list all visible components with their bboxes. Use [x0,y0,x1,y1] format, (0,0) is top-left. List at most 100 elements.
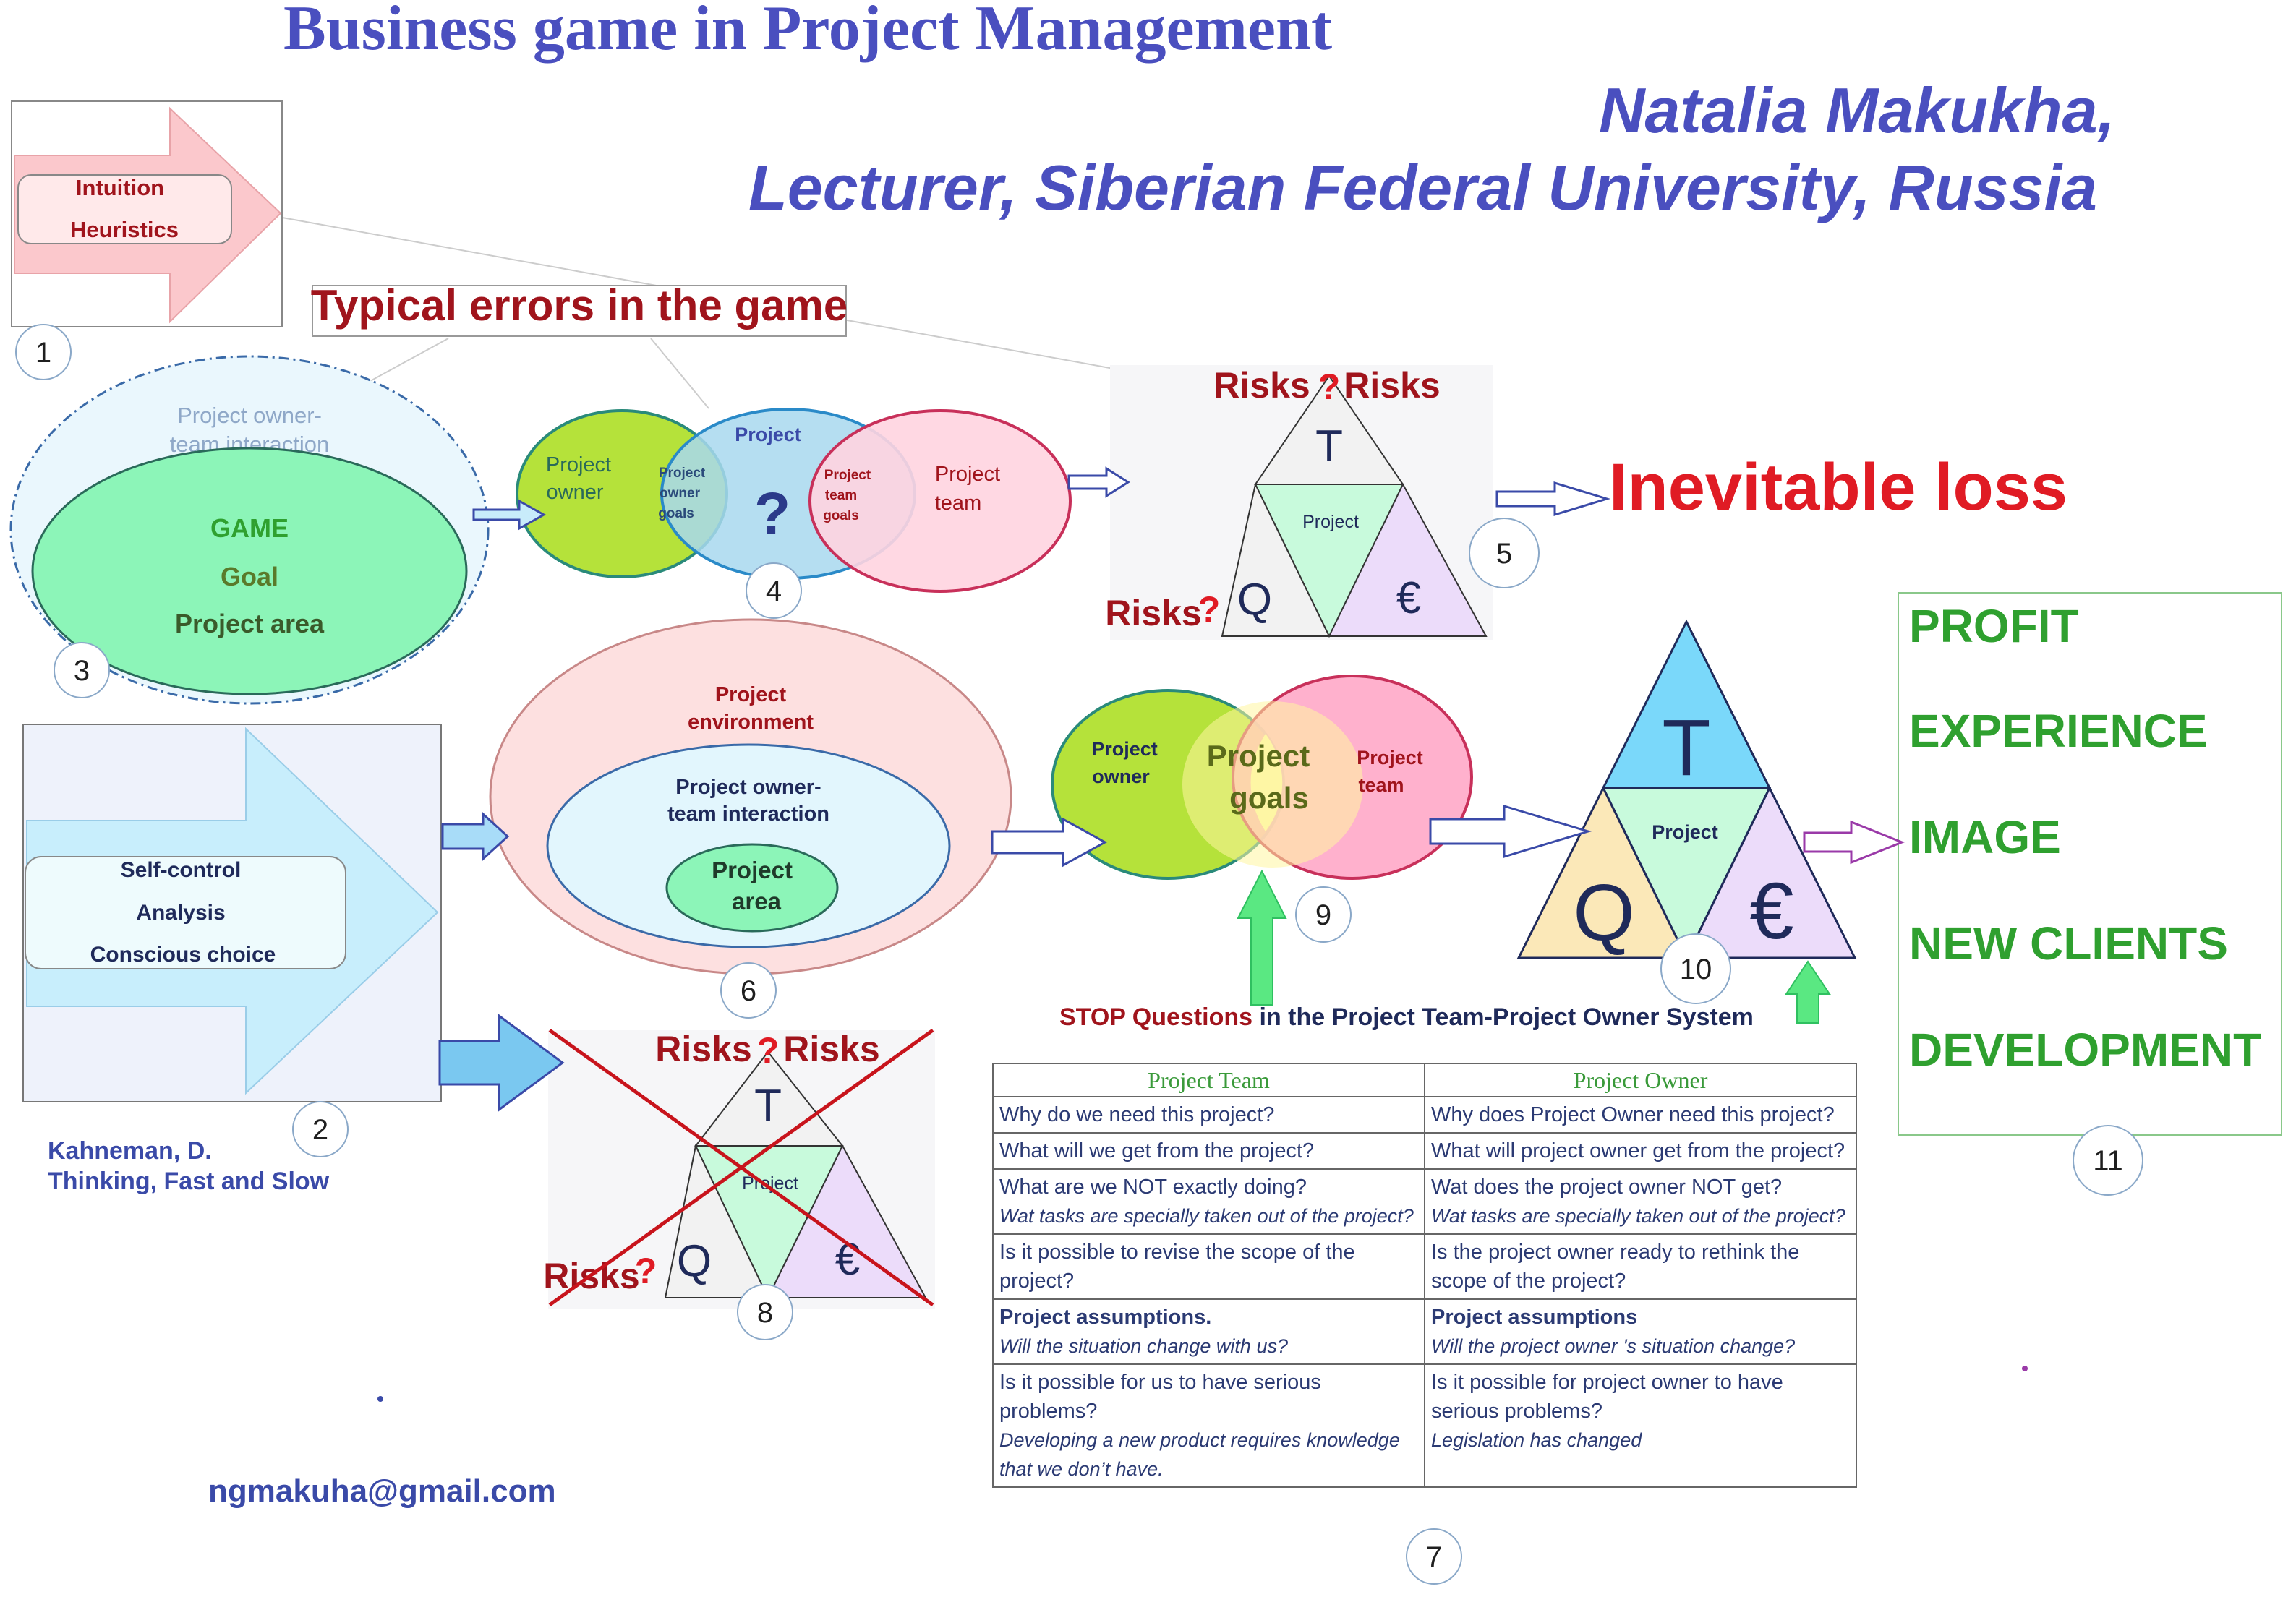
c9-team-line1: Project [1357,747,1423,768]
badge-9: 9 [1295,886,1352,943]
svg-text:9: 9 [1315,899,1331,931]
t5-euro: € [1396,573,1421,623]
arrow-9-to-10 [1429,804,1592,859]
c4-project-label: Project [735,424,801,445]
block-game-goal: Project owner- team interaction GAME Goa… [9,355,490,705]
arrow-4-to-5 [1067,466,1130,498]
results-box [1898,592,2282,1136]
table-row: Project assumptions. Will the situation … [992,1298,1857,1365]
c4-team-goals-line3: goals [823,508,859,523]
c4-question-mark: ? [754,481,790,547]
badge-6: 6 [720,962,777,1019]
arrow-10-to-11 [1803,820,1905,865]
team-subquestion: Developing a new product requires knowle… [999,1429,1400,1480]
c9-owner-line1: Project [1091,738,1158,760]
stop-questions-rest: in the Project Team-Project Owner System [1252,1003,1754,1031]
poster-title: Business game in Project Management [283,0,1332,64]
team-cell: What will we get from the project? [992,1132,1425,1170]
goal-label: Goal [221,562,278,591]
owner-cell: Is the project owner ready to rethink th… [1424,1233,1857,1300]
table-row: What will we get from the project? What … [992,1132,1857,1170]
t10-project: Project [1652,821,1718,843]
env-interaction-line2: team interaction [667,802,829,826]
owner-question: Why does Project Owner need this project… [1431,1103,1835,1126]
author-name: Natalia Makukha, [1599,74,2115,146]
author-affiliation: Lecturer, Siberian Federal University, R… [748,152,2097,223]
block-project-goals-circles: Project owner Project goals Project team [1051,675,1473,880]
number-badges: 1 2 3 4 5 6 7 8 9 10 11 [15,324,2143,1585]
table-row: Why do we need this project? Why does Pr… [992,1096,1857,1134]
svg-text:10: 10 [1680,954,1712,985]
svg-text:4: 4 [766,575,782,607]
c4-owner-line1: Project [546,453,611,476]
badge-7: 7 [1406,1528,1462,1585]
t5-risks-bottom-mark: ? [1198,589,1221,630]
badge-8: 8 [737,1284,793,1340]
arrow-5-to-loss [1495,481,1611,517]
block-triangle-results: T Project Q € [1516,619,1857,961]
t5-risks-mark: ? [1318,367,1341,407]
c4-team-line1: Project [935,463,1000,486]
table-row: Is it possible for us to have serious pr… [992,1363,1857,1488]
block-goals-circles-error: Project owner Project ? Project owner go… [516,408,1072,593]
team-cell: Is it possible for us to have serious pr… [992,1363,1425,1488]
owner-question: Is it possible for project owner to have… [1431,1371,1783,1423]
intuition-label: Intuition [76,175,164,200]
contact-email: ngmakuha@gmail.com [208,1473,556,1509]
t8-t-letter: T [754,1081,782,1131]
t8-risks-left: Risks [655,1029,751,1069]
conscious-choice-label: Conscious choice [90,943,276,967]
results-list: PROFIT EXPERIENCE IMAGE NEW CLIENTS DEVE… [1909,600,2261,1076]
t5-project: Project [1302,512,1359,532]
heuristics-label: Heuristics [70,217,179,242]
badge-1: 1 [15,324,72,380]
block-project-environment: Project environment Project owner- team … [489,618,1012,975]
svg-text:1: 1 [35,337,51,369]
cross-line-2 [548,1028,934,1307]
c4-owner-goals-line2: owner [660,486,701,501]
owner-cell: Why does Project Owner need this project… [1424,1096,1857,1134]
header-project-team: Project Team [992,1063,1425,1097]
owner-cell: What will project owner get from the pro… [1424,1132,1857,1170]
team-cell: Is it possible to revise the scope of th… [992,1233,1425,1300]
badge-4: 4 [746,562,802,619]
team-subquestion: Will the situation change with us? [999,1335,1288,1357]
c9-owner-line2: owner [1092,766,1150,787]
team-question: Is it possible for us to have serious pr… [999,1371,1321,1423]
t8-risks-right: Risks [783,1029,879,1069]
owner-subquestion: Wat tasks are specially taken out of the… [1431,1205,1845,1227]
owner-subquestion: Legislation has changed [1431,1429,1642,1451]
decorative-dot-2 [2022,1366,2028,1371]
owner-cell: Wat does the project owner NOT get?Wat t… [1424,1168,1857,1235]
svg-text:2: 2 [312,1114,328,1146]
owner-cell: Is it possible for project owner to have… [1424,1363,1857,1488]
badge-11: 11 [2073,1125,2143,1196]
t10-euro: € [1749,867,1793,956]
result-new-clients: NEW CLIENTS [1909,917,2228,969]
svg-text:6: 6 [741,975,756,1007]
badge-3: 3 [54,642,110,698]
team-question: Project assumptions. [999,1306,1212,1329]
team-cell: Why do we need this project? [992,1096,1425,1134]
block-triangle-crossed: Risks ? Risks Risks ? T Project Q € [543,1028,935,1309]
c9-goals-line1: Project [1207,739,1310,773]
svg-text:11: 11 [2093,1145,2123,1177]
project-area-label: Project area [175,609,325,638]
t8-risks-bottom-mark: ? [635,1251,657,1291]
team-cell: What are we NOT exactly doing?Wat tasks … [992,1168,1425,1235]
arrow-6-to-9 [991,817,1108,868]
t10-t-letter: T [1662,703,1710,792]
badge-2: 2 [292,1101,349,1157]
t5-risks-left: Risks [1213,365,1310,406]
t5-q-letter: Q [1237,575,1272,625]
result-profit: PROFIT [1909,600,2079,652]
badge-5: 5 [1469,518,1540,588]
reference-author: Kahneman, D. [48,1137,212,1165]
svg-text:3: 3 [74,655,90,687]
c4-team-goals-line2: team [825,488,857,503]
team-question: What will we get from the project? [999,1139,1315,1162]
env-interaction-line1: Project owner- [675,776,821,799]
block-triangle-risks: Risks ? Risks Risks ? T Project Q € [1105,365,1493,640]
team-question: Is it possible to revise the scope of th… [999,1241,1355,1293]
